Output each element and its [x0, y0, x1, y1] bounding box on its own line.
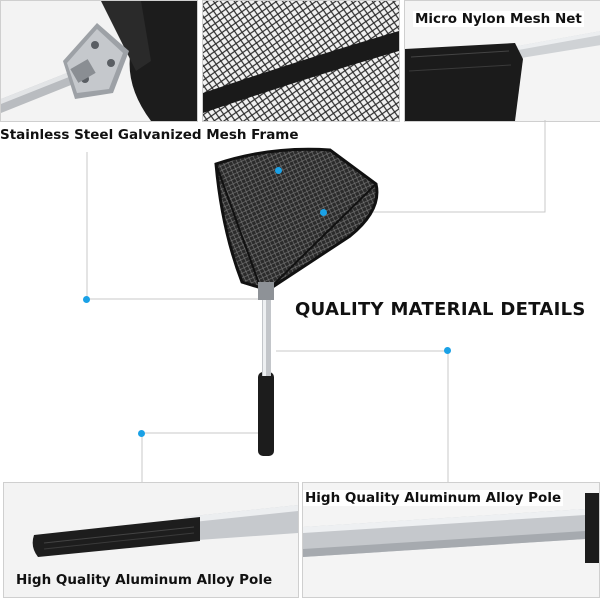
callout-pole-left: High Quality Aluminum Alloy Pole: [16, 572, 273, 588]
callout-dot-right: [444, 347, 451, 354]
callout-mesh-frame: Stainless Steel Galvanized Mesh Frame: [0, 127, 299, 143]
detail-panel-net-edge: Micro Nylon Mesh Net: [404, 0, 600, 122]
callout-mesh-net: Micro Nylon Mesh Net: [413, 11, 584, 27]
callout-dot-frame: [275, 167, 282, 174]
detail-panel-mesh: [202, 0, 400, 122]
detail-panel-hinge: [0, 0, 198, 122]
callout-dot-left: [83, 296, 90, 303]
mesh-texture-image: [203, 1, 399, 121]
hinge-joint-image: [1, 1, 197, 121]
callout-dot-net: [320, 209, 327, 216]
headline: QUALITY MATERIAL DETAILS: [295, 299, 586, 320]
detail-panel-pole: High Quality Aluminum Alloy Pole: [302, 482, 600, 598]
callout-dot-handle: [138, 430, 145, 437]
callout-pole-right: High Quality Aluminum Alloy Pole: [303, 490, 564, 506]
detail-panel-handle: High Quality Aluminum Alloy Pole: [3, 482, 299, 598]
pole-handle-image: [4, 483, 298, 597]
